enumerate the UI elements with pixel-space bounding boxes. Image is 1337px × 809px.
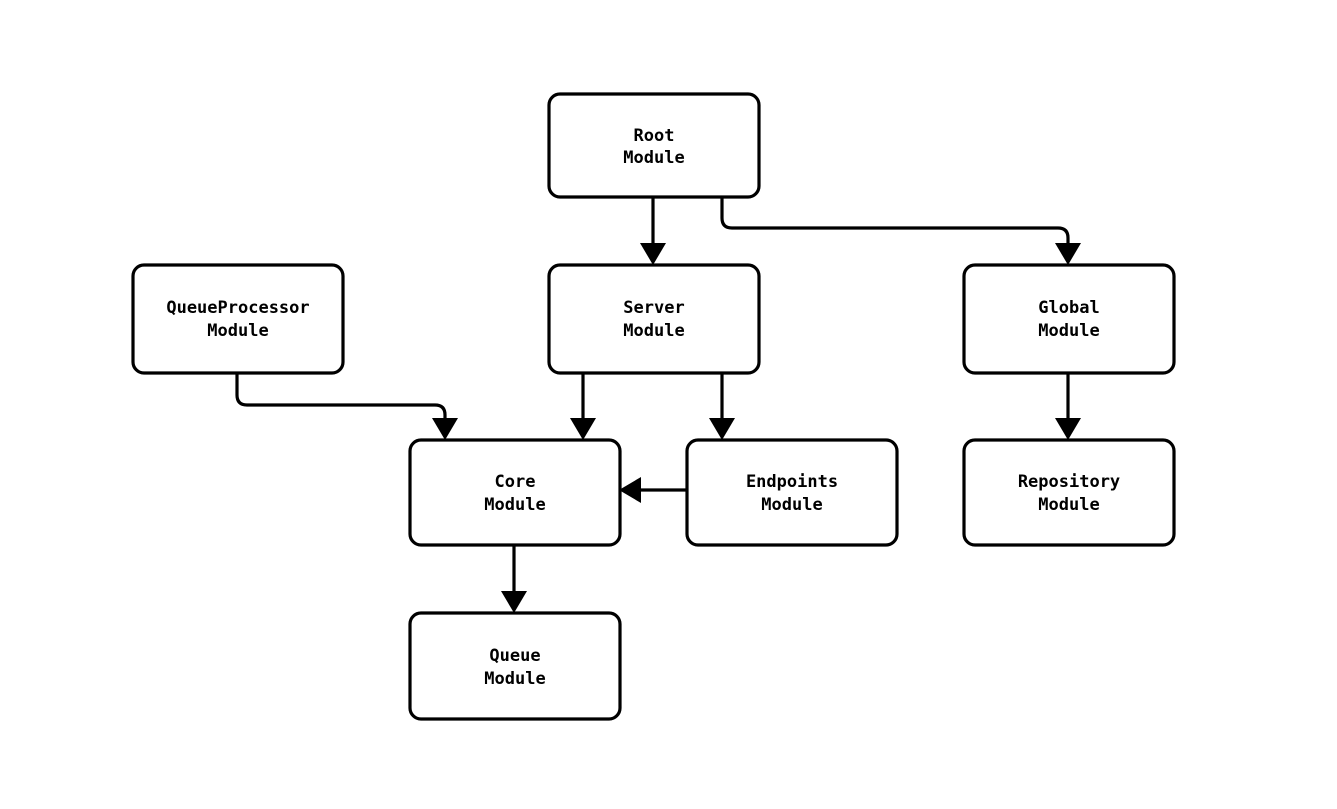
node-label-line2: Module bbox=[1038, 321, 1099, 341]
node-server-module[interactable]: Server Module bbox=[547, 263, 761, 375]
node-box[interactable] bbox=[408, 438, 622, 547]
edge-server-to-endpoints bbox=[709, 373, 735, 440]
node-box[interactable] bbox=[408, 611, 622, 721]
edge-line bbox=[720, 197, 1070, 252]
arrowhead-icon bbox=[619, 477, 641, 503]
edge-queueprocessor-to-core bbox=[235, 373, 458, 440]
node-repository-module[interactable]: Repository Module bbox=[962, 438, 1176, 547]
node-label-line1: Core bbox=[495, 472, 536, 492]
node-label-line1: Root bbox=[634, 126, 675, 146]
node-box[interactable] bbox=[962, 438, 1176, 547]
node-label-line2: Module bbox=[1038, 495, 1099, 515]
node-root-module[interactable]: Root Module bbox=[547, 92, 761, 199]
node-endpoints-module[interactable]: Endpoints Module bbox=[685, 438, 899, 547]
edge-global-to-repository bbox=[1055, 373, 1081, 440]
arrowhead-icon bbox=[432, 418, 458, 440]
node-label-line1: QueueProcessor bbox=[166, 298, 309, 318]
node-label-line2: Module bbox=[484, 669, 545, 689]
node-box[interactable] bbox=[685, 438, 899, 547]
node-label-line1: Repository bbox=[1018, 472, 1120, 492]
node-label-line1: Server bbox=[623, 298, 684, 318]
node-label-line1: Endpoints bbox=[746, 472, 838, 492]
node-global-module[interactable]: Global Module bbox=[962, 263, 1176, 375]
node-box[interactable] bbox=[547, 92, 761, 199]
edge-endpoints-to-core bbox=[619, 477, 687, 503]
node-box[interactable] bbox=[131, 263, 345, 375]
edge-server-to-core bbox=[570, 373, 596, 440]
arrowhead-icon bbox=[570, 418, 596, 440]
arrowhead-icon bbox=[1055, 243, 1081, 265]
node-label-line1: Global bbox=[1038, 298, 1099, 318]
node-core-module[interactable]: Core Module bbox=[408, 438, 622, 547]
node-label-line2: Module bbox=[761, 495, 822, 515]
edge-line bbox=[235, 373, 447, 427]
node-label-line2: Module bbox=[623, 148, 684, 168]
arrowhead-icon bbox=[501, 591, 527, 613]
node-queue-module[interactable]: Queue Module bbox=[408, 611, 622, 721]
arrowhead-icon bbox=[1055, 418, 1081, 440]
node-label-line1: Queue bbox=[489, 646, 540, 666]
node-label-line2: Module bbox=[484, 495, 545, 515]
edge-root-to-global bbox=[720, 197, 1081, 265]
arrowhead-icon bbox=[640, 243, 666, 265]
node-box[interactable] bbox=[962, 263, 1176, 375]
node-label-line2: Module bbox=[207, 321, 268, 341]
node-queueprocessor-module[interactable]: QueueProcessor Module bbox=[131, 263, 345, 375]
arrowhead-icon bbox=[709, 418, 735, 440]
node-box[interactable] bbox=[547, 263, 761, 375]
node-label-line2: Module bbox=[623, 321, 684, 341]
edge-root-to-server bbox=[640, 197, 666, 265]
edge-core-to-queue bbox=[501, 545, 527, 613]
